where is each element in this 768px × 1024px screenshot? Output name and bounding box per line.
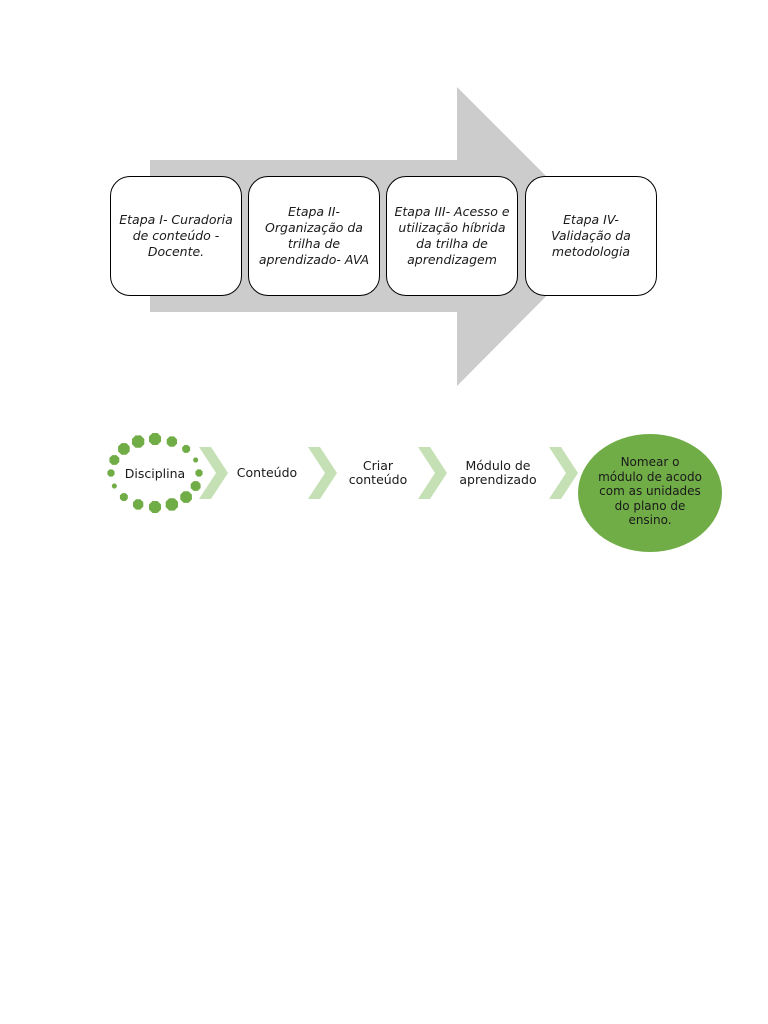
ring-dot bbox=[132, 435, 145, 448]
step-box-3: Etapa III- Acesso e utilização híbrida d… bbox=[386, 176, 518, 296]
dotted-circle-icon bbox=[107, 433, 203, 513]
step-box-2: Etapa II- Organização da trilha de apren… bbox=[248, 176, 380, 296]
step-label-1: Etapa I- Curadoria de conteúdo - Docente… bbox=[119, 212, 233, 259]
ring-dot bbox=[149, 433, 161, 445]
chevron-icon-4 bbox=[549, 447, 578, 499]
process-flow-diagram: Disciplina Conteúdo Criar conteúdo Módul… bbox=[0, 425, 768, 565]
final-step-circle bbox=[578, 434, 722, 552]
step-label-2: Etapa II- Organização da trilha de apren… bbox=[258, 204, 370, 267]
ring-dot bbox=[111, 483, 117, 489]
step-label-4: Etapa IV- Validação da metodologia bbox=[551, 212, 631, 259]
ring-dot bbox=[193, 457, 199, 463]
item-label-conteudo: Conteúdo bbox=[236, 465, 298, 480]
stage-flow-diagram: Etapa I- Curadoria de conteúdo - Docente… bbox=[0, 0, 768, 400]
item-label-criar-conteudo: Criar conteúdo bbox=[348, 458, 408, 487]
ring-dot bbox=[118, 443, 130, 455]
item-label-disciplina: Disciplina bbox=[124, 466, 186, 481]
ring-dot bbox=[182, 445, 191, 453]
ring-dot bbox=[109, 455, 120, 465]
ring-dot bbox=[133, 499, 144, 510]
ring-dot bbox=[165, 498, 178, 511]
chevron-icon-3 bbox=[418, 447, 447, 499]
ring-dot bbox=[149, 501, 161, 513]
ring-dot bbox=[166, 436, 177, 447]
chevron-icon-1 bbox=[199, 447, 228, 499]
process-flow-graphics bbox=[107, 433, 722, 552]
item-label-modulo-aprendizado: Módulo de aprendizado bbox=[459, 458, 537, 487]
step-box-1: Etapa I- Curadoria de conteúdo - Docente… bbox=[110, 176, 242, 296]
ring-dot bbox=[119, 493, 128, 501]
ring-dot bbox=[107, 469, 115, 477]
step-box-4: Etapa IV- Validação da metodologia bbox=[525, 176, 657, 296]
ring-dot bbox=[190, 481, 201, 491]
final-step-label: Nomear o módulo de acodo com as unidades… bbox=[598, 455, 702, 527]
step-label-3: Etapa III- Acesso e utilização híbrida d… bbox=[394, 204, 510, 267]
ring-dot bbox=[180, 491, 192, 503]
ring-dot bbox=[195, 469, 203, 477]
chevron-icon-2 bbox=[308, 447, 337, 499]
